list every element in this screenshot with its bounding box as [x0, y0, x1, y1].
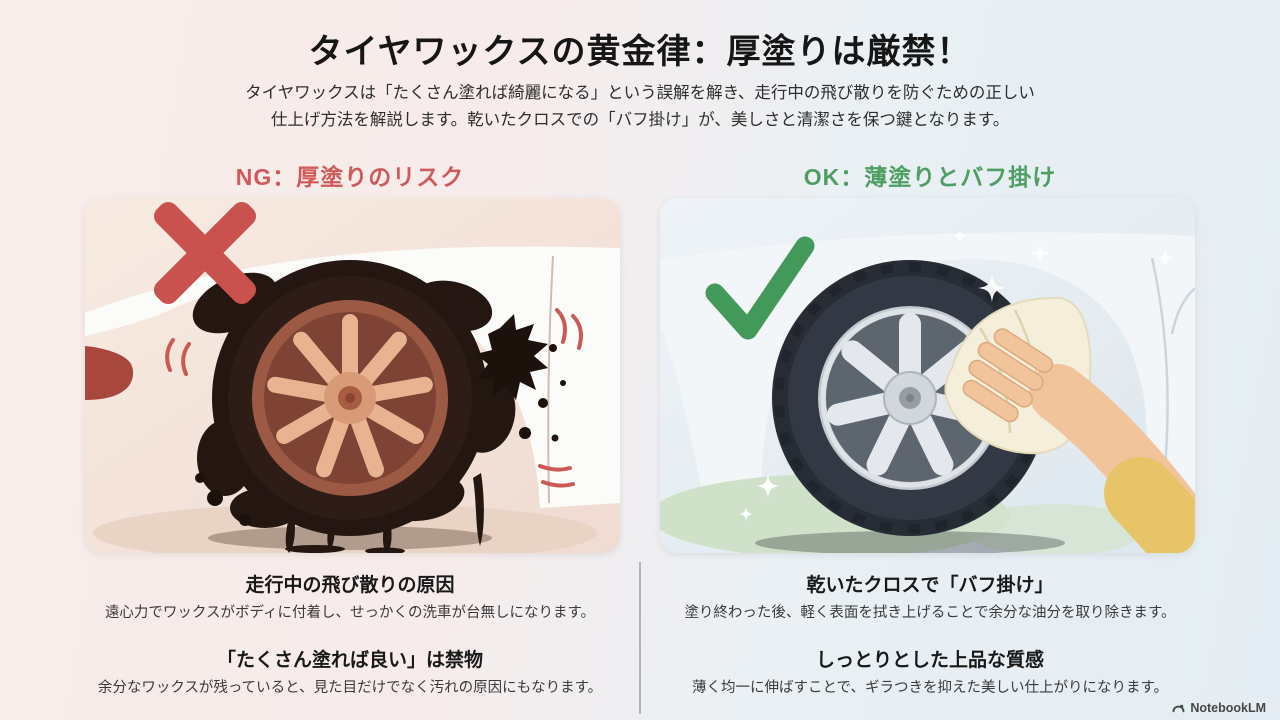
sparkle-icon [1156, 249, 1174, 267]
sleeve [1104, 457, 1195, 553]
subtitle-line-1: タイヤワックスは「たくさん塗れば綺麗になる」という誤解を解き、走行中の飛び散りを… [245, 84, 1035, 102]
ok-car-wheel-graphic [660, 198, 1195, 553]
center-divider [639, 562, 641, 714]
sparkle-icon [739, 507, 753, 521]
footer-branding: NotebookLM [1171, 700, 1266, 715]
ng-point1-title: 走行中の飛び散りの原因 [245, 575, 455, 596]
hub-center-dot [345, 393, 355, 403]
sparkle-icon [978, 274, 1006, 302]
fingers [962, 328, 1054, 423]
ok-point2-title: しっとりとした上品な質感 [815, 649, 1044, 671]
ng-point2-body: 余分なワックスが残っていると、見た目だけでなく汚れの原因にもなります。 [97, 679, 603, 696]
check-icon [705, 236, 815, 340]
sparkle-icon [953, 229, 967, 243]
ok-point2-body: 薄く均一に伸ばすことで、ギラつきを抑えた美しい仕上がりになります。 [691, 679, 1169, 696]
car-body [660, 232, 1195, 512]
ok-point1-body: 塗り終わった後、軽く表面を拭き上げることで余分な油分を取り除きます。 [684, 605, 1176, 621]
sparkle-icon [1030, 243, 1050, 263]
ok-section-heading: OK：薄塗りとバフ掛け [803, 164, 1057, 190]
x-mark-icon [153, 201, 257, 305]
ng-section-heading: NG：厚塗りのリスク [235, 164, 465, 190]
tire-shadow [755, 531, 1065, 553]
ng-car-wheel-graphic [85, 198, 620, 553]
sparkle-icon [756, 474, 780, 498]
wax-splatter [195, 314, 566, 526]
ng-text-column: 走行中の飛び散りの原因 遠心力でワックスがボディに付着し、せっかくの洗車が台無し… [70, 570, 630, 720]
ng-illustration [85, 198, 620, 553]
ng-point1-body: 遠心力でワックスがボディに付着し、せっかくの洗車が台無しになります。 [104, 605, 596, 621]
hub-center-dot [906, 394, 914, 402]
hand [962, 328, 1195, 553]
ok-text-column: 乾いたクロスで「バフ掛け」 塗り終わった後、軽く表面を拭き上げることで余分な油分… [650, 570, 1210, 720]
page-title: タイヤワックスの黄金律：厚塗りは厳禁！ [308, 33, 972, 71]
sparkle-icons [739, 229, 1174, 521]
ok-point1-title: 乾いたクロスで「バフ掛け」 [806, 575, 1054, 596]
green-ground-accent-small [965, 504, 1145, 553]
ng-point2-title: 「たくさん塗れば良い」は禁物 [216, 649, 483, 671]
red-bumper-accent [85, 346, 134, 400]
rim-spokes [267, 314, 433, 478]
notebooklm-logo-icon [1172, 704, 1185, 713]
page-subtitle: タイヤワックスは「たくさん塗れば綺麗になる」という誤解を解き、走行中の飛び散りを… [0, 80, 1280, 133]
footer-brand-text: NotebookLM [1190, 700, 1266, 715]
subtitle-line-2: 仕上げ方法を解説します。乾いたクロスでの「バフ掛け」が、美しさと清潔さを保つ鍵と… [270, 110, 1010, 129]
motion-lines [165, 308, 583, 488]
ok-illustration [660, 198, 1195, 553]
tire-shadow [208, 526, 492, 550]
body-crease-line [1170, 287, 1195, 335]
